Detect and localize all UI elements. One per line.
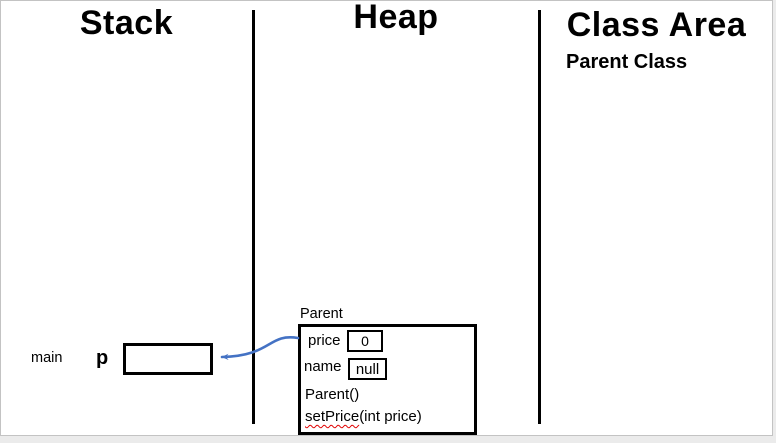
pointer-variable-name: p — [96, 347, 109, 369]
field-value-price: 0 — [347, 330, 383, 352]
field-name-price: price — [308, 332, 341, 349]
constructor-label: Parent() — [305, 386, 360, 403]
stack-column-title: Stack — [79, 4, 174, 42]
field-value-name: null — [348, 358, 387, 380]
method-name: setPrice — [305, 408, 360, 425]
pointer-variable-box — [123, 343, 213, 375]
heap-column-title: Heap — [353, 0, 439, 36]
heap-classarea-divider — [538, 10, 541, 424]
heap-object-box — [298, 324, 477, 435]
heap-object-type-label: Parent — [300, 306, 343, 322]
class-area-column-title: Class Area — [566, 6, 747, 44]
loaded-class-label: Parent Class — [566, 51, 688, 73]
method-label: setPrice(int price) — [305, 408, 422, 426]
field-name-name: name — [304, 358, 342, 375]
stack-heap-divider — [252, 10, 255, 424]
stack-frame-label: main — [31, 350, 63, 366]
method-params: (int price) — [359, 408, 422, 425]
